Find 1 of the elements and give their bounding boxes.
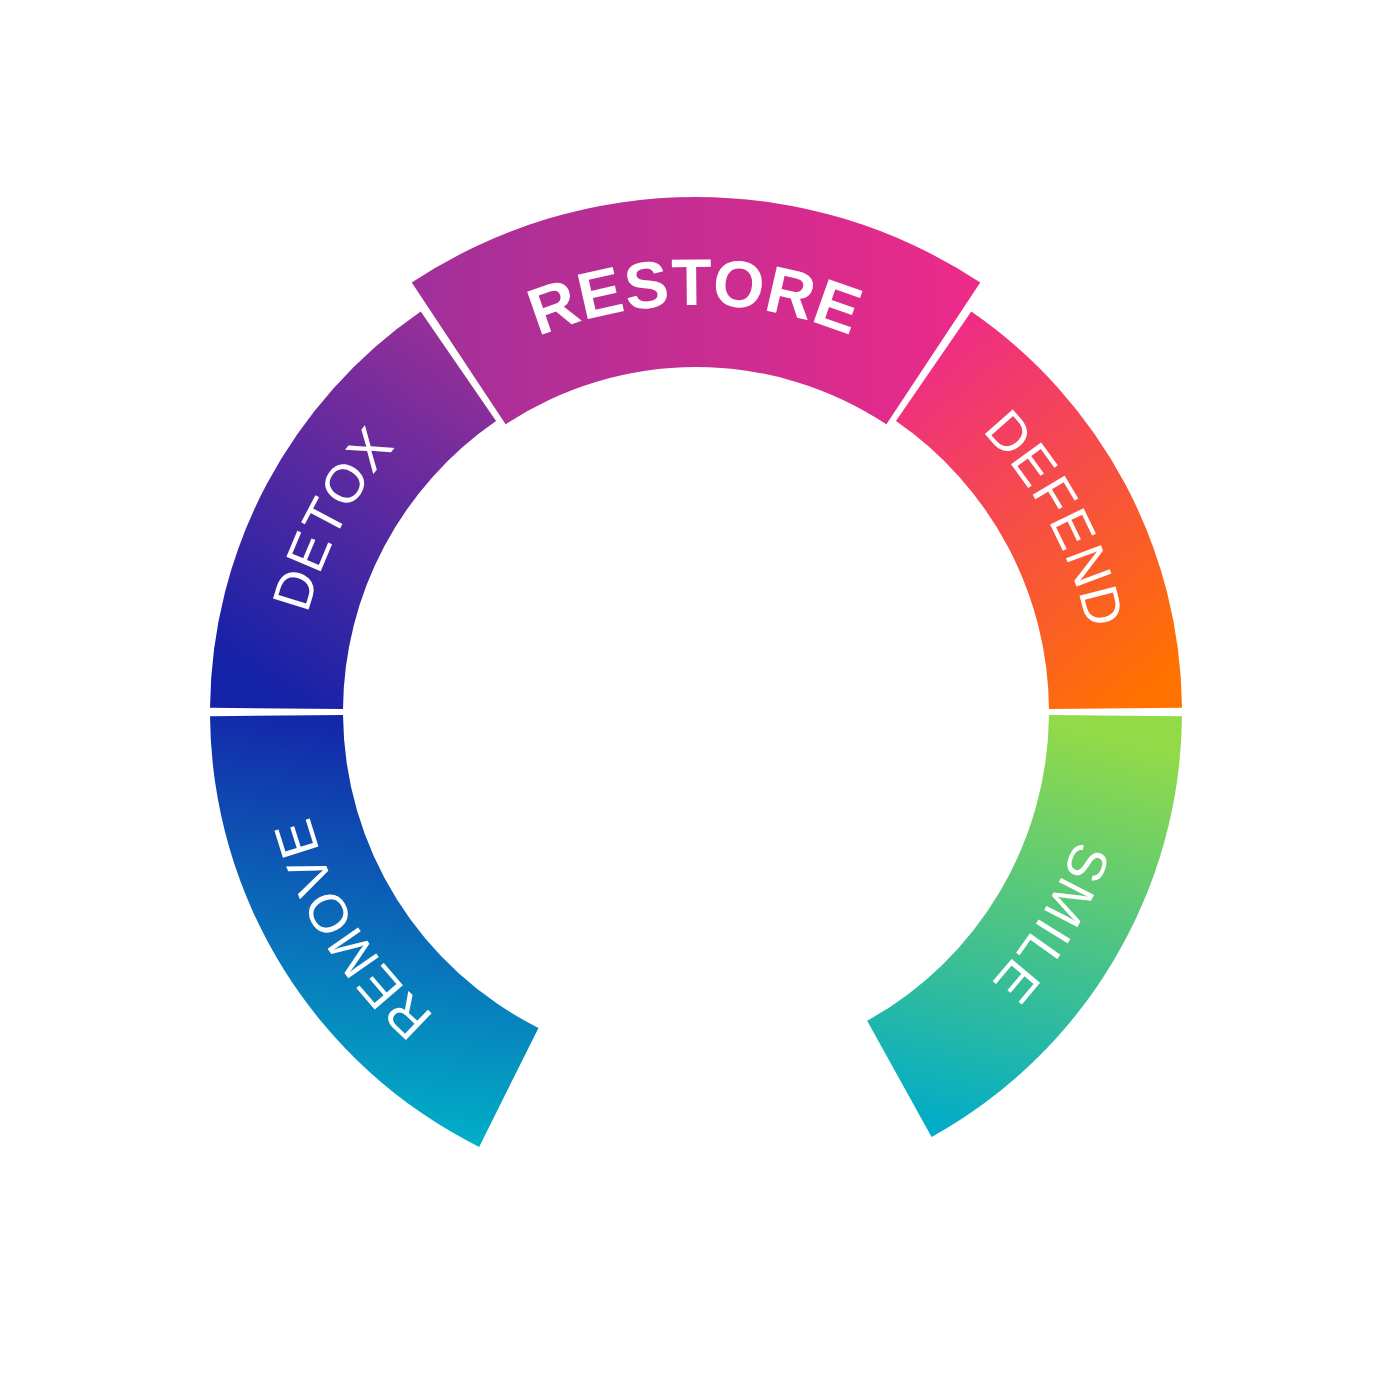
segment-label: RESTORE — [518, 244, 874, 350]
